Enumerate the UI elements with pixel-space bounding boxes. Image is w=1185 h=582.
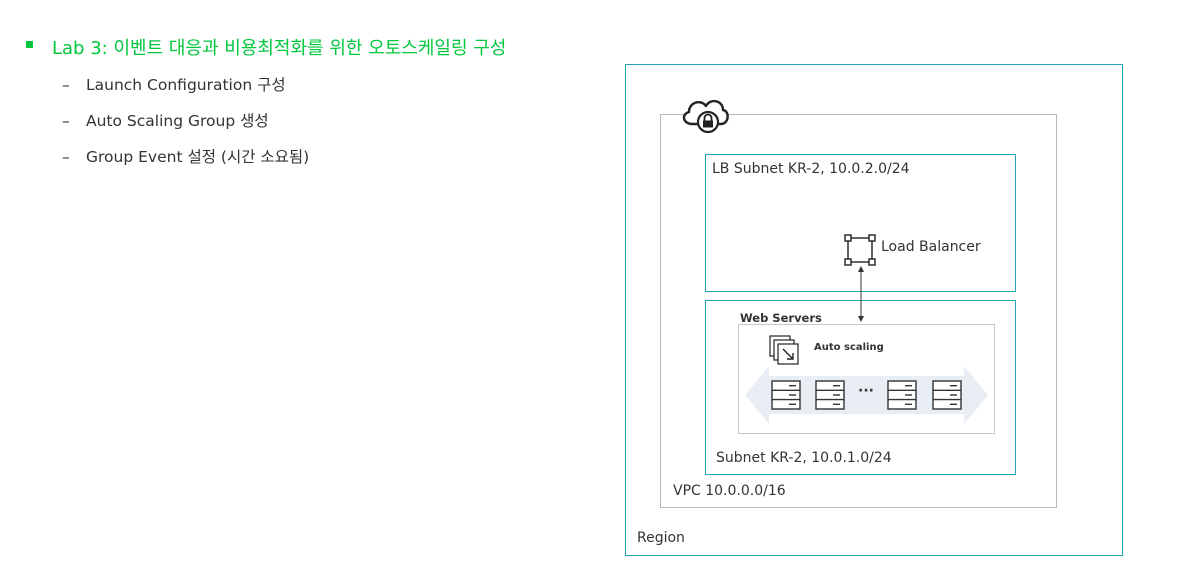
list-item: –Auto Scaling Group 생성	[62, 109, 269, 131]
dash: –	[62, 148, 70, 166]
scaling-arrow-band	[745, 366, 988, 424]
connection-arrow	[858, 266, 864, 322]
dash: –	[62, 112, 70, 130]
list-item-label: Group Event 설정 (시간 소요됨)	[86, 148, 310, 166]
list-item-label: Launch Configuration 구성	[86, 76, 286, 94]
server-icon	[932, 380, 962, 410]
web-servers-box	[738, 324, 995, 434]
server-icon	[887, 380, 917, 410]
list-item-label: Auto Scaling Group 생성	[86, 112, 269, 130]
subnet-label: Subnet KR-2, 10.0.1.0/24	[716, 450, 892, 466]
region-box	[625, 64, 1123, 556]
auto-scaling-icon	[769, 335, 799, 365]
vpc-label: VPC 10.0.0.0/16	[673, 483, 786, 499]
load-balancer-label: Load Balancer	[881, 239, 981, 255]
page-title: Lab 3: 이벤트 대응과 비용최적화를 위한 오토스케일링 구성	[52, 38, 507, 59]
list-item: –Group Event 설정 (시간 소요됨)	[62, 145, 309, 167]
bullet-icon	[26, 41, 33, 48]
web-servers-label: Web Servers	[740, 311, 822, 325]
list-item: –Launch Configuration 구성	[62, 73, 286, 95]
load-balancer-icon	[844, 234, 876, 266]
region-label: Region	[637, 530, 685, 546]
cloud-lock-icon	[682, 99, 729, 134]
dash: –	[62, 76, 70, 94]
server-icon	[815, 380, 845, 410]
vpc-box	[660, 114, 1057, 508]
ellipsis: ···	[858, 383, 874, 399]
lb-subnet-label: LB Subnet KR-2, 10.0.2.0/24	[712, 161, 910, 177]
server-icon	[771, 380, 801, 410]
auto-scaling-label: Auto scaling	[814, 342, 884, 353]
